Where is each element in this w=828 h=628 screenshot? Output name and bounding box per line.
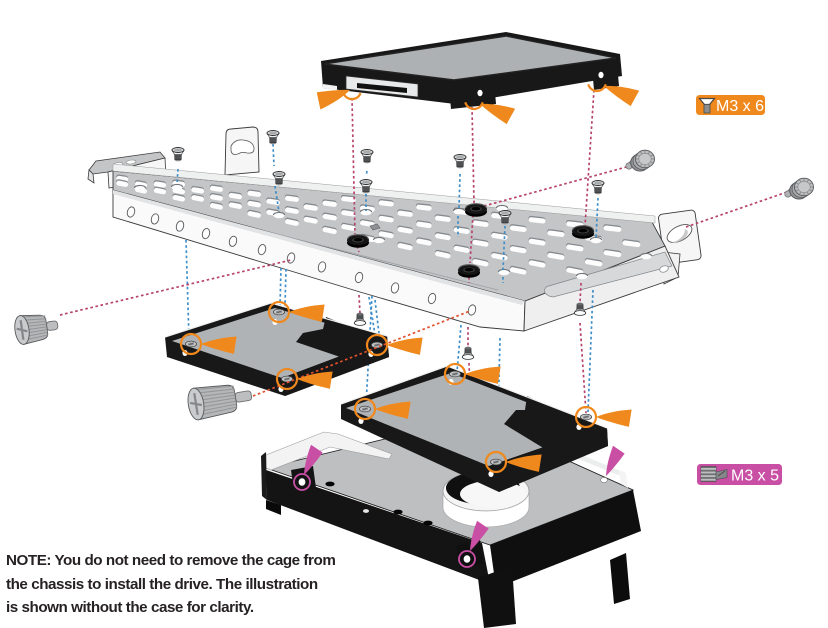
- svg-text:M3 x 6: M3 x 6: [716, 98, 764, 115]
- svg-text:M3 x 5: M3 x 5: [731, 468, 779, 485]
